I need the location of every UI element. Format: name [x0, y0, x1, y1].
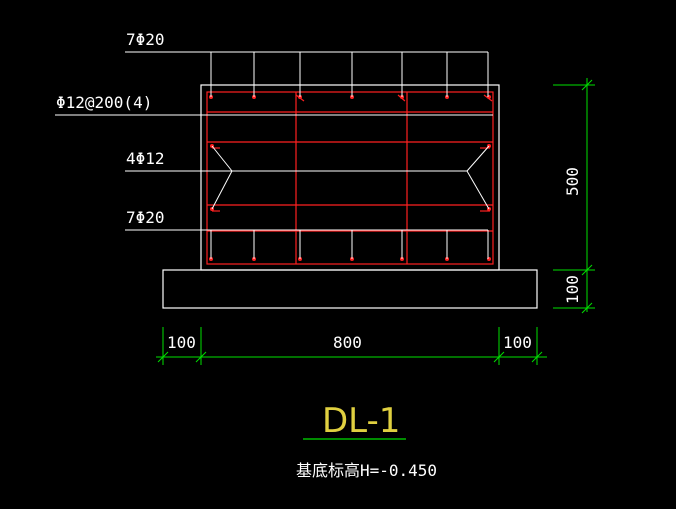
base-pad — [162, 269, 538, 309]
drawing-title: DL-1 — [322, 401, 400, 441]
dim-height-beam: 500 — [563, 167, 582, 196]
label-top-bars: 7Φ20 — [126, 30, 165, 49]
outer-stirrup — [206, 91, 494, 265]
elevation-note: 基底标高H=-0.450 — [296, 461, 437, 480]
rebar-dots — [209, 95, 491, 261]
leader-lines — [55, 51, 493, 259]
rebar-cage — [206, 91, 494, 265]
dim-width-left: 100 — [167, 333, 196, 352]
vertical-dimension — [553, 78, 595, 314]
dim-height-pad: 100 — [563, 275, 582, 304]
label-bottom-bars: 7Φ20 — [126, 208, 165, 227]
dim-width-mid: 800 — [333, 333, 362, 352]
dim-width-right: 100 — [503, 333, 532, 352]
horizontal-dimension — [156, 327, 547, 365]
label-side-bars: 4Φ12 — [126, 149, 165, 168]
beam-outline — [200, 84, 500, 271]
label-stirrups: Φ12@200(4) — [56, 93, 152, 112]
